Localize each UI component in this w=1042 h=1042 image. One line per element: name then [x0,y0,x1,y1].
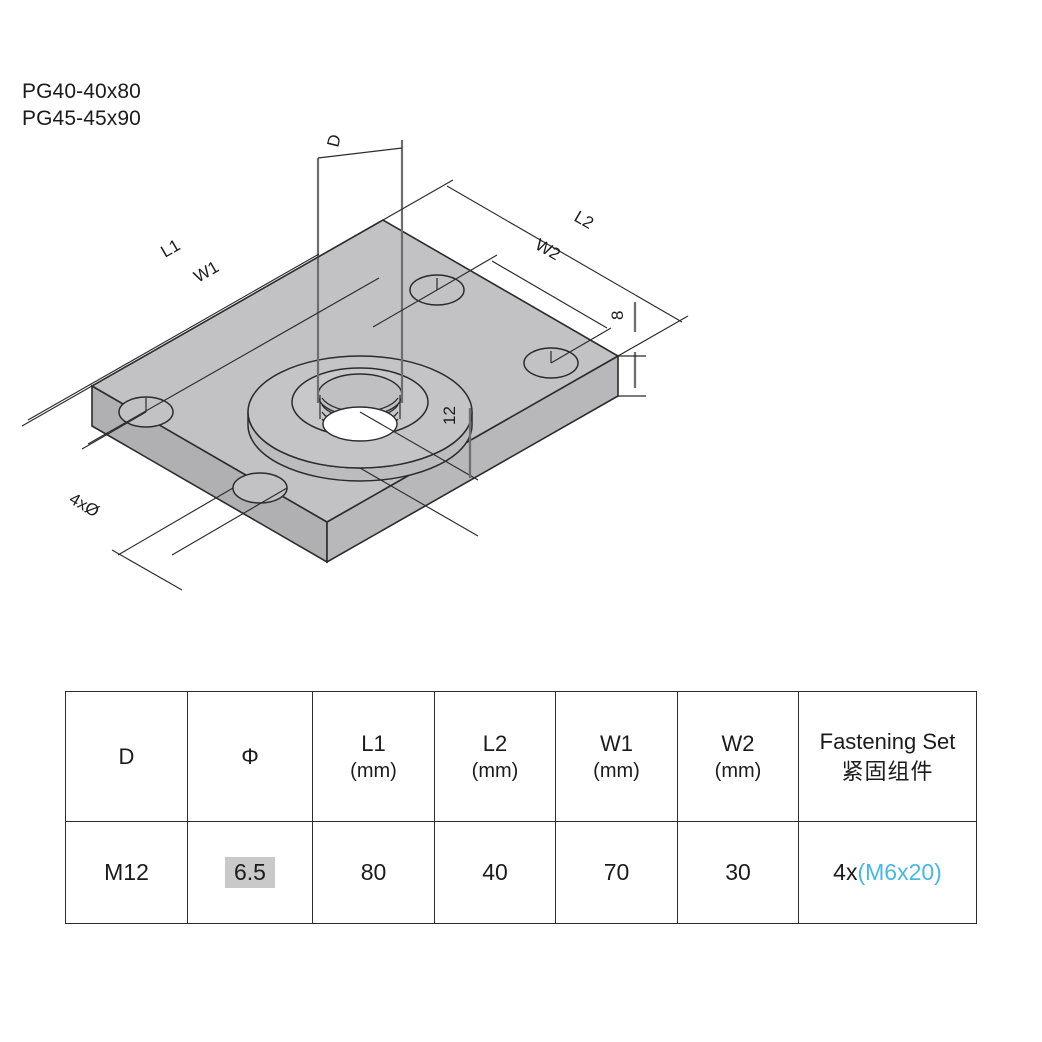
header-cell-d: D [65,691,188,822]
header-label-fastening-set: Fastening Set [819,729,956,755]
cell-w2-value: 30 [677,821,799,924]
header-cell-l1: L1 (mm) [312,691,435,822]
value-w1: 70 [603,859,630,885]
corner-hole-front [232,472,288,504]
drawing-title-block: PG40-40x80 PG45-45x90 [22,78,141,133]
dim-L2-lines [382,179,689,357]
header-label-phi: Φ [241,743,259,769]
value-d: M12 [104,859,149,885]
cell-fastening-set-value: 4x(M6x20) [798,821,977,924]
dim-4xphi-lines [111,487,288,591]
dim-label-L1: L1 [158,236,184,262]
specification-table: D Φ L1 (mm) L2 (mm) W1 (mm) W2 [65,691,977,924]
header-unit-w2: (mm) [714,759,762,782]
technical-drawing-isometric: D L1 W1 L2 W2 8 [0,120,720,600]
header-label-fastening-set-cn: 紧固组件 [841,758,934,784]
dim-L1-lines [21,219,384,427]
product-code-pg40: PG40-40x80 [22,80,141,103]
table-header: D Φ L1 (mm) L2 (mm) W1 (mm) W2 [65,691,977,822]
cell-l2-value: 40 [434,821,556,924]
header-label-l2: L2 [482,730,508,756]
header-unit-l2: (mm) [471,759,519,782]
value-phi-highlighted: 6.5 [225,856,275,889]
value-l2: 40 [482,859,508,885]
header-label-w2: W2 [721,730,755,756]
cell-w1-value: 70 [555,821,678,924]
dim-D-leaders [316,140,404,403]
dim-D-line [317,147,403,159]
thread-bore-bottom [322,406,398,442]
dim-label-W2: W2 [532,235,564,264]
dim-thickness-ext [618,355,646,397]
cell-d-value: M12 [65,821,188,924]
dim-label-boss-height: 12 [440,406,459,425]
cell-l1-value: 80 [312,821,435,924]
header-label-l1: L1 [361,730,386,756]
dim-label-D: D [323,132,344,149]
header-cell-l2: L2 (mm) [434,691,556,822]
table-body: M12 6.5 80 40 70 30 4x(M6x20) [65,821,977,924]
header-unit-w1: (mm) [593,759,640,782]
header-cell-phi: Φ [187,691,313,822]
dim-W2-lines [436,254,612,364]
product-code-pg45: PG45-45x90 [22,107,141,131]
header-cell-w2: W2 (mm) [677,691,799,822]
header-cell-w1: W1 (mm) [555,691,678,822]
table-row: M12 6.5 80 40 70 30 4x(M6x20) [65,821,977,924]
value-l1: 80 [360,859,387,885]
dim-label-4xphi: 4xØ [66,489,103,521]
dim-boss-height-lines [359,411,479,537]
header-cell-fastening-set: Fastening Set 紧固组件 [798,691,977,822]
value-fastening-spec: (M6x20) [857,859,942,885]
dim-label-L2: L2 [571,207,597,233]
table-header-row: D Φ L1 (mm) L2 (mm) W1 (mm) W2 [65,691,977,822]
specification-table-container: D Φ L1 (mm) L2 (mm) W1 (mm) W2 [65,691,977,924]
value-w2: 30 [725,859,751,885]
header-unit-l1: (mm) [350,759,397,782]
header-label-d: D [118,743,135,769]
dim-W1-lines [81,277,438,450]
dim-label-W1: W1 [191,257,223,286]
header-label-w1: W1 [600,730,633,756]
cell-phi-value: 6.5 [187,821,313,924]
value-fastening-count: 4x [833,859,858,885]
dim-label-thickness: 8 [608,311,627,320]
